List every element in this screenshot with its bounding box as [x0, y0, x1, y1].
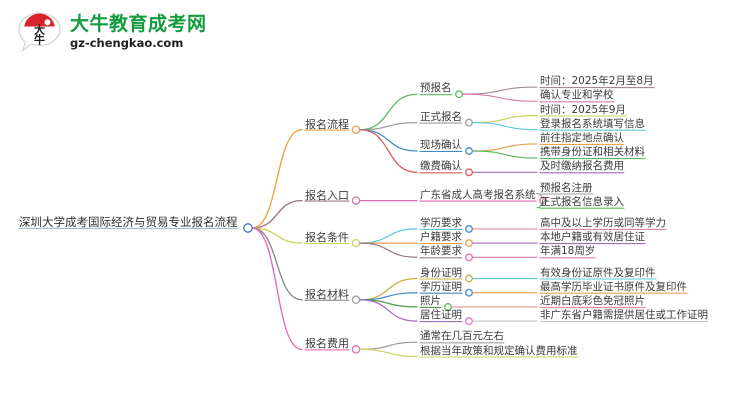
- mindmap-node-l2[interactable]: 预报名: [420, 82, 452, 95]
- mindmap-node-l3[interactable]: 本地户籍或有效居住证: [540, 231, 645, 244]
- mindmap-node-l3[interactable]: 时间：2025年9月: [540, 103, 626, 116]
- daniu-speech-bubble-logo: 大 牛: [16, 10, 63, 55]
- mindmap-node-l2[interactable]: 学历要求: [420, 216, 462, 229]
- mindmap-node-l3[interactable]: 及时缴纳报名费用: [540, 160, 624, 173]
- mindmap-node-l2[interactable]: 广东省成人高考报名系统: [420, 188, 536, 201]
- logo-title: 大牛教育成考网: [70, 13, 207, 36]
- mindmap-node-l3[interactable]: 正式报名信息录入: [540, 195, 624, 208]
- mindmap-node-l3[interactable]: 最高学历毕业证书原件及复印件: [540, 280, 687, 293]
- mindmap-node-l3[interactable]: 预报名注册: [540, 181, 593, 194]
- mindmap-node-l1[interactable]: 报名条件: [305, 231, 349, 245]
- mindmap-node-l2[interactable]: 照片: [420, 294, 441, 307]
- mindmap-node-l3[interactable]: 近期白底彩色免冠照片: [540, 294, 645, 307]
- mindmap-node-l1[interactable]: 报名材料: [305, 287, 349, 301]
- mindmap-node-l2[interactable]: 学历证明: [420, 280, 462, 293]
- mindmap-node-l2[interactable]: 通常在几百元左右: [420, 330, 504, 343]
- mindmap-node-l2[interactable]: 居住证明: [420, 309, 462, 322]
- mindmap-node-l3[interactable]: 年满18周岁: [540, 245, 596, 258]
- mindmap-node-l3[interactable]: 高中及以上学历或同等学力: [540, 216, 666, 229]
- svg-text:牛: 牛: [34, 33, 45, 47]
- mindmap-node-l3[interactable]: 时间：2025年2月至8月: [540, 75, 654, 88]
- mindmap-node-l3[interactable]: 有效身份证原件及复印件: [540, 266, 656, 279]
- mindmap-node-l1[interactable]: 报名入口: [305, 188, 349, 202]
- mindmap-node-l2[interactable]: 现场确认: [420, 139, 462, 151]
- mindmap-node-l1[interactable]: 报名费用: [305, 337, 349, 351]
- logo-domain: gz-chengkao.com: [70, 36, 184, 51]
- logo-text-block: 大牛教育成考网 gz-chengkao.com: [70, 15, 207, 50]
- mindmap-node-l3[interactable]: 登录报名系统填写信息: [540, 117, 645, 130]
- mindmap-node-l3[interactable]: 非广东省户籍需提供居住或工作证明: [540, 309, 708, 322]
- mindmap-node-l3[interactable]: 携带身份证和相关材料: [540, 146, 645, 159]
- mindmap-node-l1[interactable]: 报名流程: [305, 117, 349, 131]
- mindmap-node-l3[interactable]: 确认专业和学校: [540, 89, 614, 102]
- svg-text:大: 大: [34, 23, 45, 37]
- mindmap-node-l3[interactable]: 前往指定地点确认: [540, 131, 624, 144]
- mindmap-node-l2[interactable]: 身份证明: [420, 266, 462, 279]
- mindmap-root-node[interactable]: 深圳大学成考国际经济与贸易专业报名流程: [19, 215, 238, 229]
- mindmap-node-l2[interactable]: 年龄要求: [420, 245, 462, 258]
- mindmap-node-l2[interactable]: 缴费确认: [420, 160, 462, 173]
- mindmap-node-l2[interactable]: 根据当年政策和规定确认费用标准: [420, 344, 578, 357]
- mindmap-node-l2[interactable]: 户籍要求: [420, 231, 462, 244]
- site-logo[interactable]: 大 牛 大牛教育成考网 gz-chengkao.com: [16, 10, 207, 55]
- mindmap-node-l2[interactable]: 正式报名: [420, 110, 462, 123]
